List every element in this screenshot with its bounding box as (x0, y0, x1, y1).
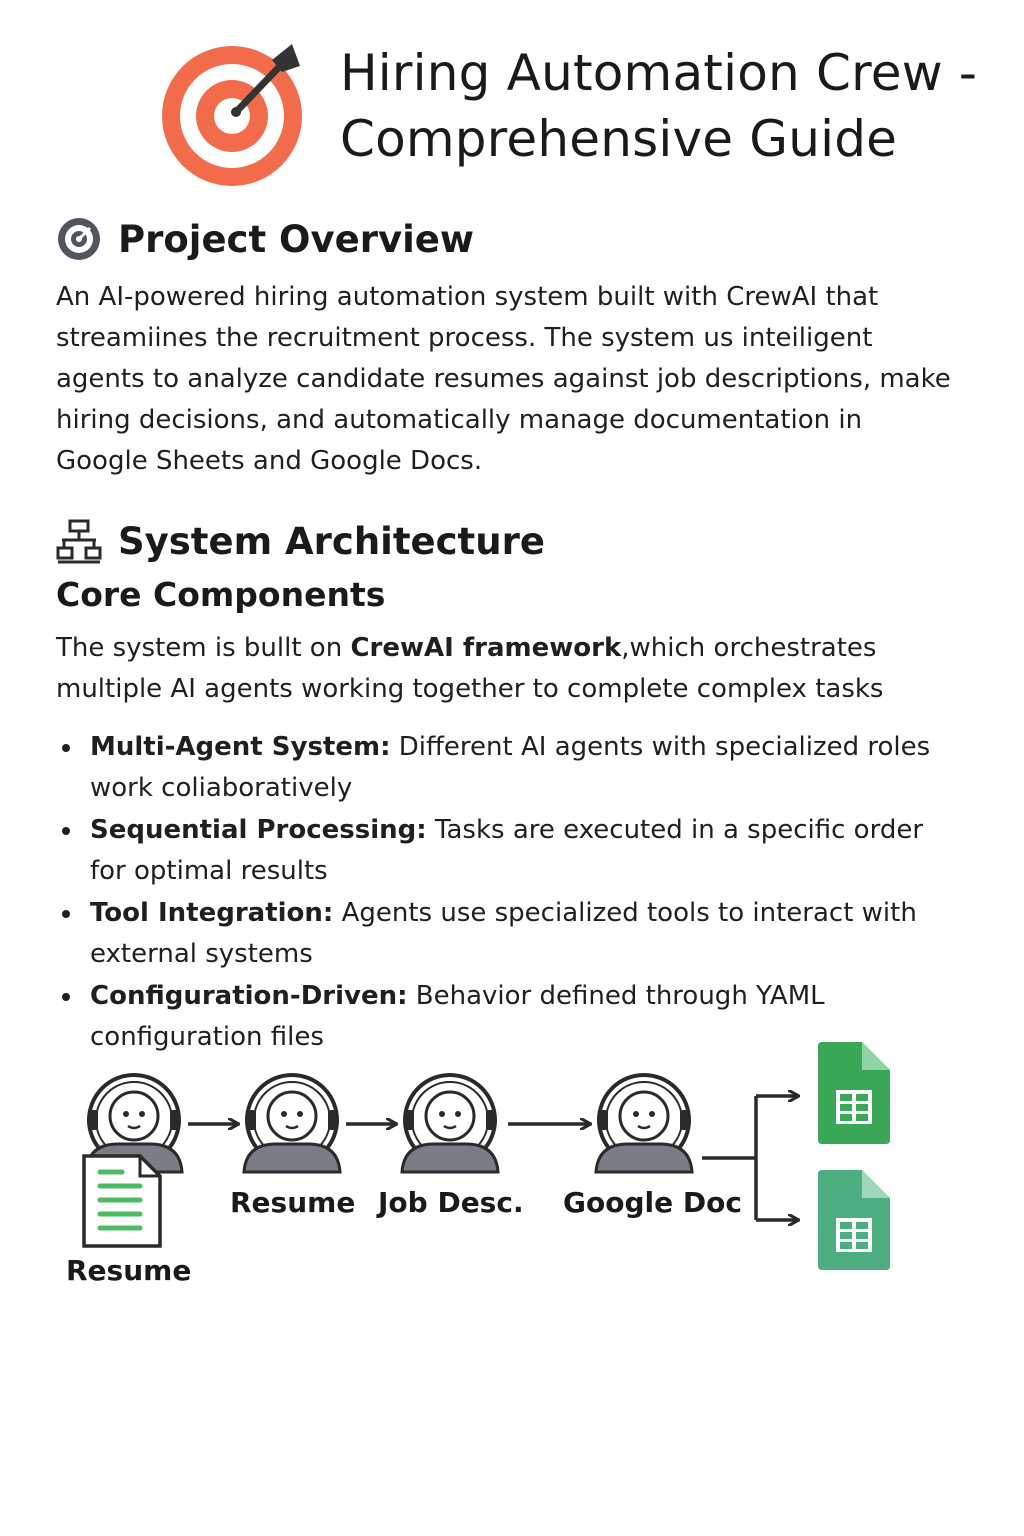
intro-suffix: ,which orchestrates multiple AI agents w… (56, 633, 884, 704)
list-item-text: Agents use specialized tools to interact… (90, 898, 917, 969)
list-item: Configuration-Driven: Behavior defined t… (56, 976, 966, 1058)
overview-body: An AI-powered hiring automation system b… (56, 282, 951, 476)
target-icon (58, 218, 100, 260)
target-with-dart-icon (162, 44, 302, 186)
flow-label-job-desc: Job Desc. (378, 1186, 524, 1219)
list-item-text: Behavior defined through YAML configurat… (90, 981, 825, 1052)
core-components-list: Multi-Agent System: Different AI agents … (56, 727, 966, 1059)
agent-4-icon (594, 1073, 694, 1174)
agent-flow-diagram: Resume Resume Job Desc. Google Doc (0, 1040, 1024, 1310)
list-item: Sequential Processing: Tasks are execute… (56, 810, 966, 892)
overview-heading-text: Project Overview (118, 217, 475, 261)
architecture-heading: System Architecture (56, 518, 545, 564)
google-sheets-icon (818, 1170, 890, 1270)
agent-2-icon (242, 1073, 342, 1174)
page-title: Hiring Automation Crew - Comprehensive G… (340, 40, 977, 172)
list-item-term: Configuration-Driven: (90, 981, 408, 1011)
list-item-term: Sequential Processing: (90, 815, 427, 845)
page-title-line-2: Comprehensive Guide (340, 110, 898, 168)
list-item-term: Multi-Agent System: (90, 732, 391, 762)
list-item-text: Different AI agents with specialized rol… (90, 732, 931, 803)
overview-heading: Project Overview (56, 216, 474, 262)
flow-label-resume: Resume (230, 1186, 356, 1219)
agent-3-icon (400, 1073, 500, 1174)
flow-label-resume-doc: Resume (66, 1254, 192, 1287)
intro-prefix: The system is bullt on (56, 633, 351, 663)
architecture-heading-text: System Architecture (118, 519, 545, 563)
branch-connector (702, 1096, 798, 1220)
list-item: Multi-Agent System: Different AI agents … (56, 727, 966, 809)
agent-flow-graphic (82, 1042, 890, 1270)
google-sheets-icon (818, 1042, 890, 1144)
intro-bold: CrewAI framework (350, 633, 622, 663)
network-icon (56, 519, 102, 564)
resume-document-icon (82, 1154, 162, 1248)
list-item: Tool Integration: Agents use specialized… (56, 893, 966, 975)
list-item-term: Tool Integration: (90, 898, 334, 928)
architecture-intro: The system is bullt on CrewAI framework,… (56, 628, 956, 710)
page-header: Hiring Automation Crew - Comprehensive G… (160, 38, 1010, 188)
list-item-text: Tasks are executed in a specific order f… (90, 815, 924, 886)
page-title-line-1: Hiring Automation Crew - (340, 44, 978, 102)
flow-label-google-doc: Google Doc (563, 1186, 742, 1219)
core-components-heading: Core Components (56, 575, 386, 614)
